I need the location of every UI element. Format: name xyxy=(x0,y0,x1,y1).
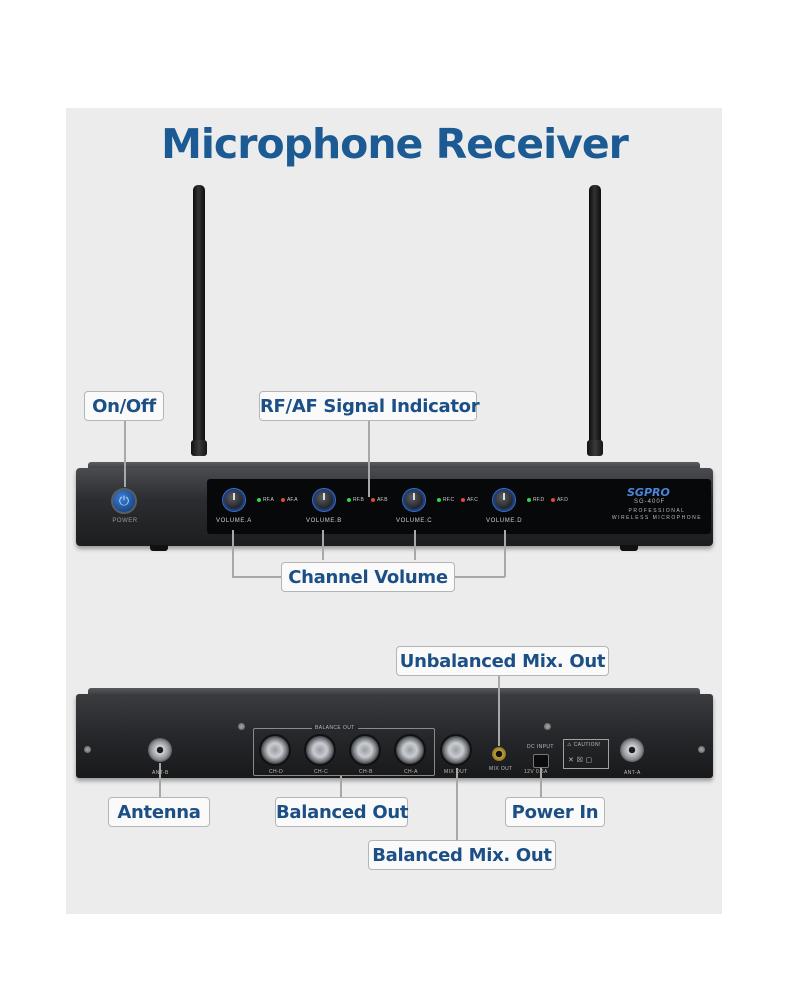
antenna-left-base xyxy=(191,440,207,456)
screw-icon xyxy=(84,746,91,753)
xlr-ch-d-connector[interactable] xyxy=(259,734,291,766)
volume-knob-c[interactable] xyxy=(403,489,425,511)
volume-knob-d[interactable] xyxy=(493,489,515,511)
foot-right xyxy=(620,545,638,551)
screw-icon xyxy=(238,723,245,730)
af-indicator-a: AF.A xyxy=(281,497,298,503)
caution-icons: ✕ ☒ ▢ xyxy=(568,757,593,764)
dc-input-label: DC INPUT xyxy=(527,744,554,750)
power-button[interactable]: ⏻ xyxy=(111,488,137,514)
mix-out-jack-label: MIX OUT xyxy=(489,766,513,772)
led-green-icon xyxy=(347,497,351,502)
brand-logo: SGPRO xyxy=(627,486,670,499)
foot-left xyxy=(150,545,168,551)
xlr-ch-c-connector[interactable] xyxy=(304,734,336,766)
antenna-b-connector[interactable] xyxy=(148,738,172,762)
volume-knob-b[interactable] xyxy=(313,489,335,511)
leader-vol-b xyxy=(322,530,324,560)
antenna-a-connector[interactable] xyxy=(620,738,644,762)
volume-knob-a[interactable] xyxy=(223,489,245,511)
led-red-icon xyxy=(281,497,285,502)
receiver-back-top xyxy=(88,688,700,696)
ch-b-label: CH-B xyxy=(359,769,373,775)
power-label: POWER xyxy=(112,518,138,524)
leader-balanced-mix xyxy=(456,768,458,840)
led-green-icon xyxy=(527,497,531,502)
volume-label-d: VOLUME.D xyxy=(486,518,523,524)
rf-indicator-d: RF.D xyxy=(527,497,544,503)
xlr-mix-out-connector[interactable] xyxy=(440,734,472,766)
balance-out-label: BALANCE OUT xyxy=(312,725,358,731)
leader-power-in xyxy=(540,768,542,797)
ch-a-label: CH-A xyxy=(404,769,418,775)
leader-rfaf xyxy=(368,421,370,497)
rf-indicator-b: RF.B xyxy=(347,497,364,503)
screw-icon xyxy=(544,723,551,730)
led-green-icon xyxy=(437,497,441,502)
callout-unbalanced-mix-out: Unbalanced Mix. Out xyxy=(396,646,609,676)
ch-c-label: CH-C xyxy=(314,769,329,775)
dc-input-connector[interactable] xyxy=(533,754,549,768)
leader-vol-a xyxy=(232,530,234,577)
control-panel xyxy=(207,479,711,534)
led-red-icon xyxy=(461,497,465,502)
led-red-icon xyxy=(371,497,375,502)
mix-out-xlr-label: MIX OUT xyxy=(444,769,468,775)
volume-label-c: VOLUME.C xyxy=(396,518,433,524)
model-number: SG-400F xyxy=(634,499,666,505)
xlr-ch-a-connector[interactable] xyxy=(394,734,426,766)
volume-label-a: VOLUME.A xyxy=(216,518,252,524)
antenna-right xyxy=(589,185,601,445)
caution-plate xyxy=(563,739,609,769)
leader-unbalanced xyxy=(498,676,500,746)
antenna-right-base xyxy=(587,440,603,456)
callout-antenna: Antenna xyxy=(108,797,210,827)
rf-indicator-a: RF.A xyxy=(257,497,274,503)
screw-icon xyxy=(698,746,705,753)
callout-channel-volume: Channel Volume xyxy=(281,562,455,592)
callout-on-off: On/Off xyxy=(84,391,164,421)
leader-antenna xyxy=(159,763,161,797)
page-title: Microphone Receiver xyxy=(161,120,629,168)
af-indicator-d: AF.D xyxy=(551,497,568,503)
ant-a-label: ANT-A xyxy=(624,770,641,776)
rf-indicator-c: RF.C xyxy=(437,497,454,503)
af-indicator-b: AF.B xyxy=(371,497,388,503)
callout-balanced-mix-out: Balanced Mix. Out xyxy=(368,840,556,870)
dc-rating-label: 12V 0.5A xyxy=(524,769,548,775)
mix-out-jack-connector[interactable] xyxy=(492,747,506,761)
leader-onoff xyxy=(124,421,126,487)
leader-vol-hr xyxy=(454,576,505,578)
led-red-icon xyxy=(551,497,555,502)
receiver-front-top xyxy=(88,462,700,470)
caution-label: ⚠ CAUTION! xyxy=(567,742,601,748)
receiver-back xyxy=(76,694,713,778)
callout-balanced-out: Balanced Out xyxy=(275,797,408,827)
led-green-icon xyxy=(257,497,261,502)
ch-d-label: CH-D xyxy=(269,769,284,775)
antenna-left xyxy=(193,185,205,445)
leader-vol-c xyxy=(414,530,416,560)
volume-label-b: VOLUME.B xyxy=(306,518,342,524)
leader-vol-hl xyxy=(232,576,282,578)
xlr-ch-b-connector[interactable] xyxy=(349,734,381,766)
callout-rf-af-signal: RF/AF Signal Indicator xyxy=(259,391,480,421)
af-indicator-c: AF.C xyxy=(461,497,478,503)
callout-power-in: Power In xyxy=(505,797,605,827)
leader-balanced-out xyxy=(340,776,342,797)
leader-vol-d xyxy=(504,530,506,577)
